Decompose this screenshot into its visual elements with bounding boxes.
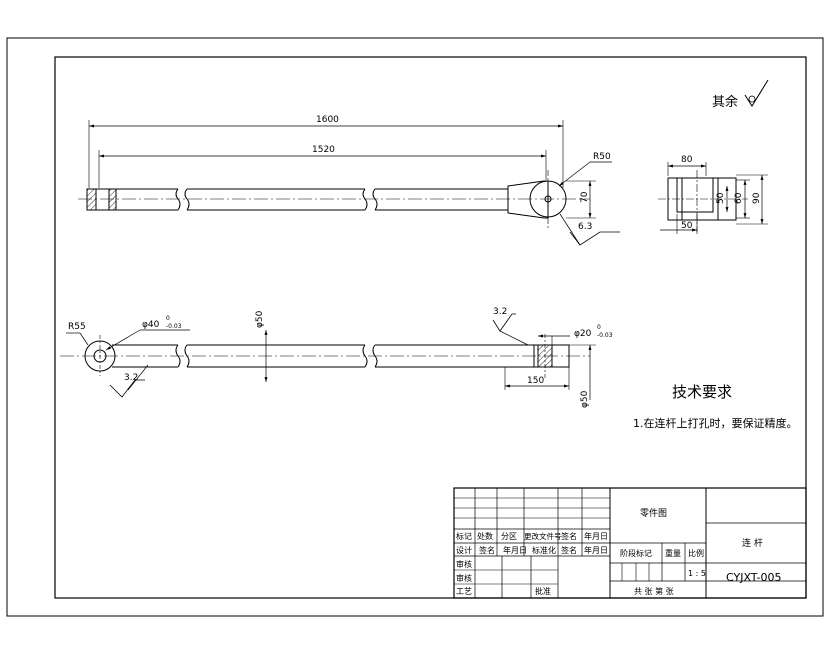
dim-50-bottom: 50	[681, 221, 693, 231]
dim-phi40-tol-lower: -0.03	[166, 323, 182, 330]
tb-h-sign2: 签名	[479, 545, 495, 555]
roughness-3-2-left: 3.2	[124, 373, 138, 383]
tb-part-name: 连 杆	[742, 537, 763, 549]
dim-phi40: φ40	[142, 320, 160, 330]
dim-1600: 1600	[316, 115, 339, 125]
dim-phi40-tol-upper: 0	[166, 315, 170, 322]
roughness-6-3: 6.3	[578, 222, 592, 232]
tb-h-check: 审核	[456, 559, 472, 569]
tb-scale-value: 1 : 5	[688, 569, 706, 578]
roughness-label: 其余	[712, 94, 738, 110]
tb-h-zone: 分区	[501, 532, 517, 541]
tb-h-date2: 年月日	[503, 545, 527, 555]
dim-50-vertical: 50	[716, 192, 726, 204]
dim-70: 70	[580, 191, 590, 203]
general-roughness-symbol: 其余	[712, 79, 769, 110]
dim-phi50-end: φ50	[580, 390, 590, 408]
dim-r55: R55	[68, 322, 86, 332]
front-view	[60, 313, 596, 400]
tb-h-audit: 审核	[456, 573, 472, 583]
tech-req-title: 技术要求	[672, 383, 732, 401]
dim-80: 80	[681, 155, 693, 165]
side-view	[658, 162, 768, 234]
tb-h-mark: 标记	[456, 531, 472, 541]
tech-req-item-1: 1.在连杆上打孔时，要保证精度。	[633, 416, 798, 430]
dim-phi20-tol-upper: 0	[597, 324, 601, 331]
tb-h-count: 处数	[477, 531, 493, 541]
title-block	[453, 487, 807, 599]
tb-h-sign: 签名	[561, 531, 577, 541]
tb-h-process: 工艺	[456, 587, 472, 596]
tb-h-sign3: 签名	[561, 545, 577, 555]
dim-1520: 1520	[312, 145, 335, 155]
tb-h-std: 标准化	[532, 545, 556, 555]
tb-sheets: 共 张 第 张	[634, 586, 674, 596]
dim-150: 150	[527, 376, 544, 386]
tb-h-approve: 批准	[535, 586, 551, 596]
tb-h-design: 设计	[456, 545, 472, 555]
tb-h-date3: 年月日	[584, 545, 608, 555]
dim-phi50-rod: φ50	[255, 310, 265, 328]
tb-h-date: 年月日	[584, 531, 608, 541]
tb-h-doc: 更改文件号	[524, 531, 562, 541]
inner-frame	[54, 56, 807, 599]
tb-h-scale: 比例	[688, 548, 704, 558]
tb-part-drawing: 零件图	[640, 507, 667, 519]
tb-h-stage: 阶段标记	[620, 548, 652, 558]
dim-90: 90	[752, 192, 762, 204]
dim-60: 60	[734, 192, 744, 204]
top-view	[78, 120, 620, 246]
dim-r50: R50	[593, 152, 611, 162]
dim-phi20-tol-lower: -0.03	[597, 332, 613, 339]
dim-phi20: φ20	[574, 329, 592, 339]
roughness-3-2-right: 3.2	[493, 307, 507, 317]
outer-border	[6, 37, 824, 617]
tb-drawing-no: CYJXT-005	[726, 571, 781, 584]
tb-h-weight: 重量	[665, 548, 681, 558]
